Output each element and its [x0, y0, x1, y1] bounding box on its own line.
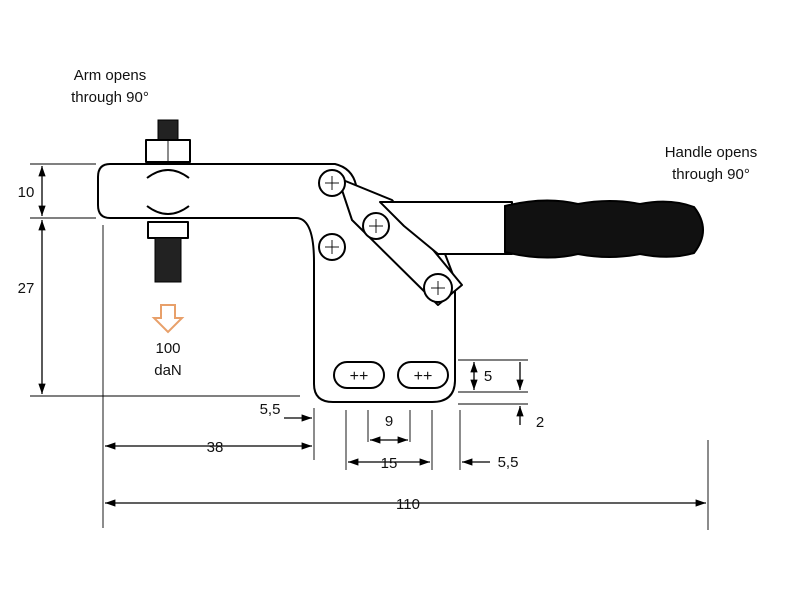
mounting-slot-left: ++: [333, 361, 385, 389]
dim-15-label: 15: [381, 455, 398, 472]
dimension-lines: [30, 163, 709, 530]
spindle-assembly: [145, 119, 191, 283]
pivot-pin-1: [318, 169, 346, 197]
handle-note-line2: through 90°: [672, 166, 750, 183]
spindle-nut-bottom: [147, 221, 189, 239]
handle-grip: [504, 199, 704, 259]
dim-5-label: 5: [484, 368, 492, 385]
force-value: 100: [155, 340, 180, 357]
handle-note-line1: Handle opens: [665, 144, 758, 161]
dim-5-5-right-label: 5,5: [498, 454, 519, 471]
dim-9-label: 9: [385, 413, 393, 430]
dim-2-label: 2: [536, 414, 544, 431]
mounting-slot-right: ++: [397, 361, 449, 389]
clamp-body: ++ ++: [97, 163, 704, 403]
pivot-pin-3: [362, 212, 390, 240]
dim-27-label: 27: [18, 280, 35, 297]
spindle-thread-bottom: [154, 237, 182, 283]
force-arrow-icon: [151, 304, 185, 334]
handle-bar: [379, 201, 513, 255]
svg-text:++: ++: [414, 368, 433, 385]
pivot-pin-2: [318, 233, 346, 261]
dim-5-5-left-label: 5,5: [260, 401, 281, 418]
arm-note-line2: through 90°: [71, 89, 149, 106]
pivot-pin-4: [423, 273, 453, 303]
dim-38-label: 38: [207, 439, 224, 456]
arm-note-line1: Arm opens: [74, 67, 147, 84]
force-unit: daN: [154, 362, 182, 379]
svg-text:++: ++: [350, 368, 369, 385]
dim-110-label: 110: [396, 496, 420, 513]
dim-10-label: 10: [18, 184, 35, 201]
